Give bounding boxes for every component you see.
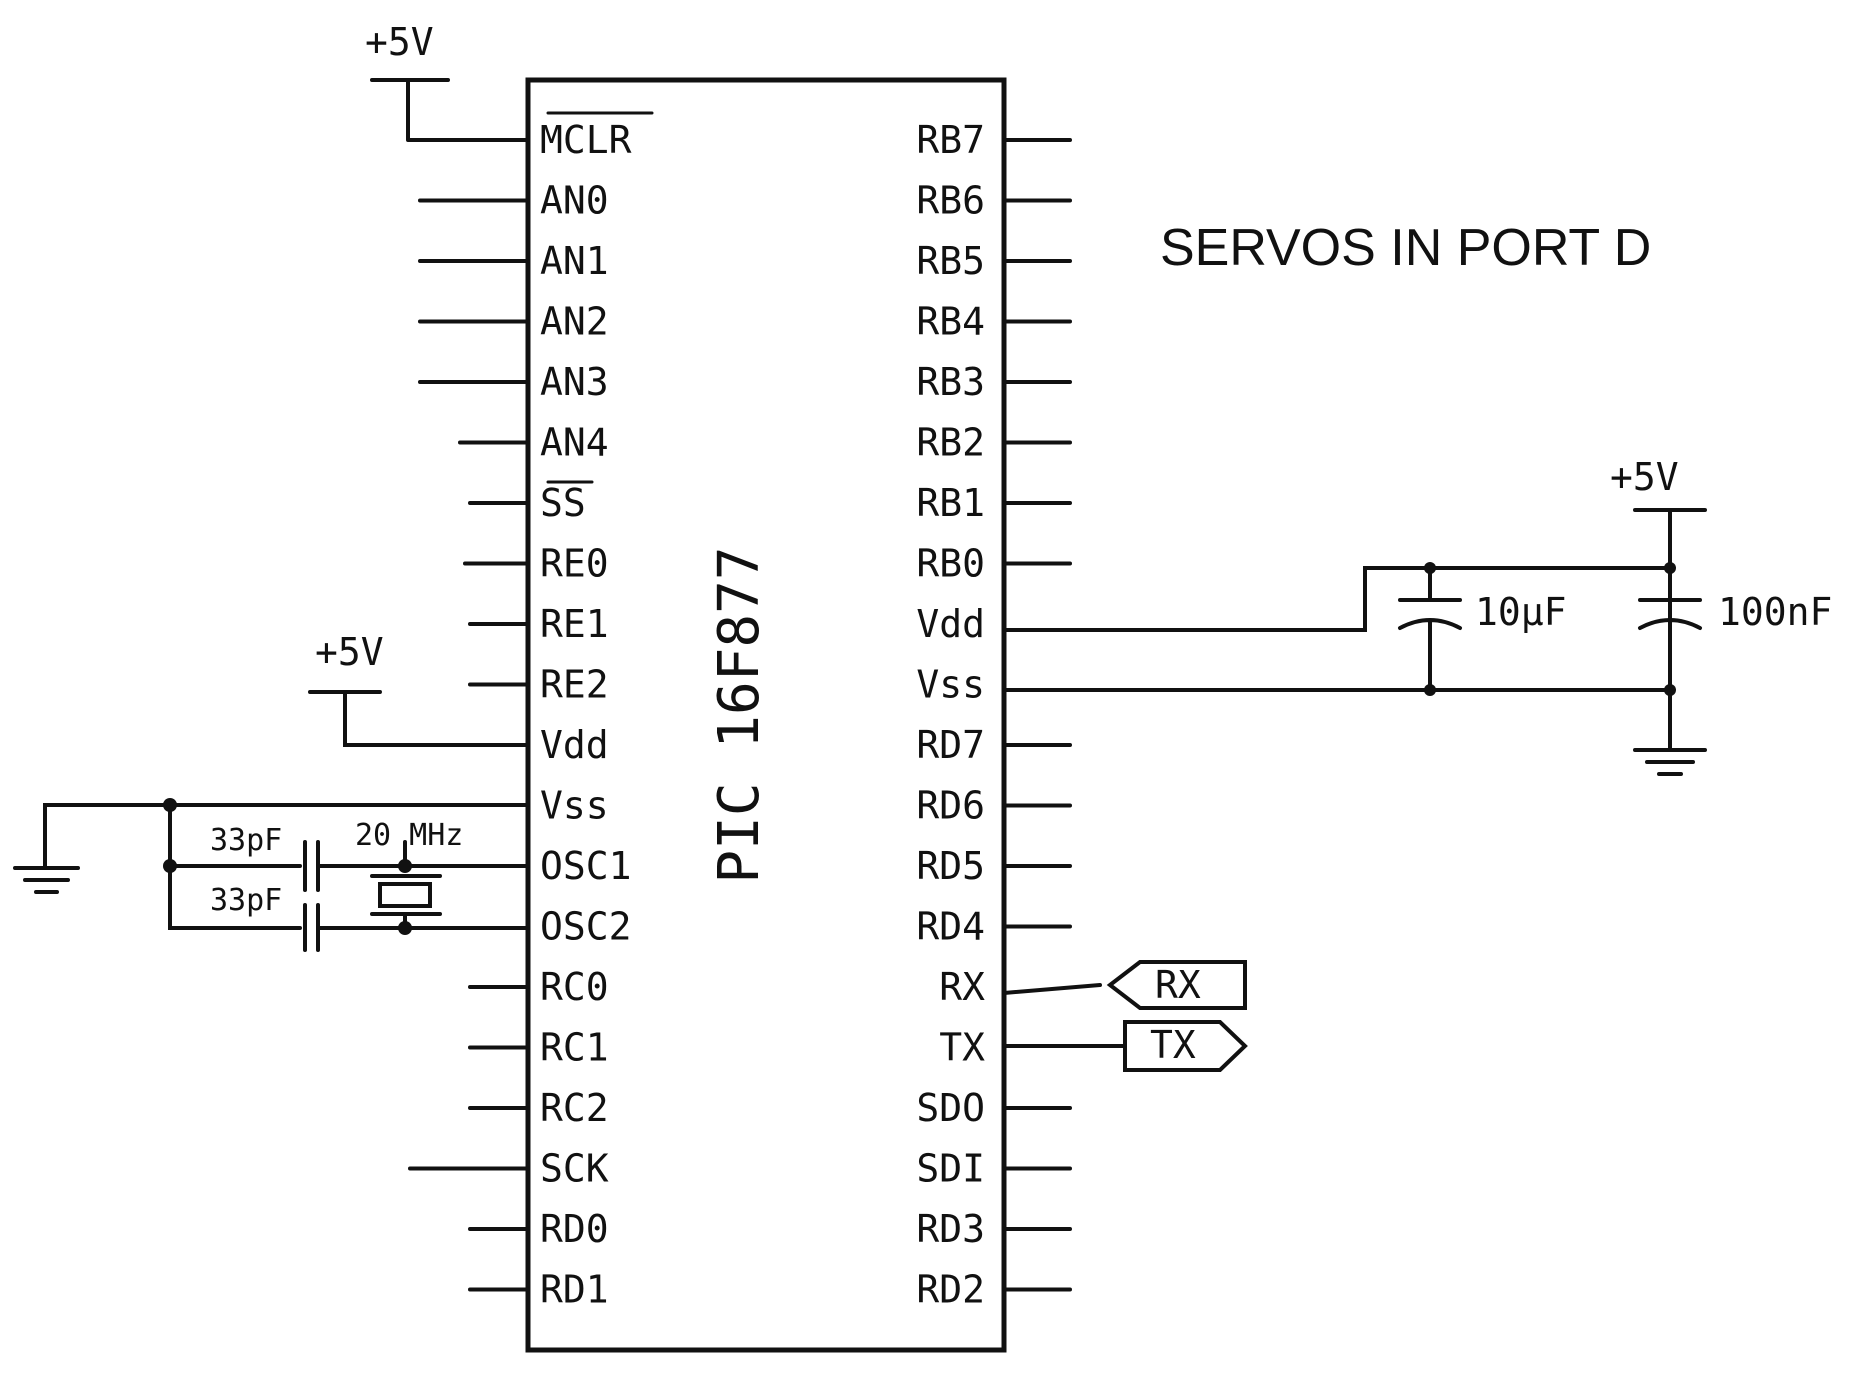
right-pin-label: RB5 xyxy=(916,239,985,283)
junction-cap100-bottom xyxy=(1664,684,1676,696)
left-pin-label: AN0 xyxy=(540,179,609,223)
junction-cap100-top xyxy=(1664,562,1676,574)
left-pin-label: Vss xyxy=(540,784,609,828)
chip-label: PIC 16F877 xyxy=(707,546,772,883)
mclr-supply-wire xyxy=(370,78,530,142)
cap-10uf-symbol xyxy=(1398,566,1462,692)
junction-cap10-bottom xyxy=(1424,684,1436,696)
left-pin-label: OSC2 xyxy=(540,905,632,949)
crystal-label: 20 MHz xyxy=(355,818,463,853)
right-supply-label: +5V xyxy=(1610,455,1679,499)
left-pin-label: AN1 xyxy=(540,239,609,283)
left-pin-label: AN3 xyxy=(540,360,609,404)
left-pin-label: RC0 xyxy=(540,965,609,1009)
left-pin-label: RC1 xyxy=(540,1026,609,1070)
right-pin-label: RB2 xyxy=(916,421,985,465)
left-pin-label: OSC1 xyxy=(540,844,632,888)
tx-port-flag xyxy=(1002,1020,1248,1072)
right-pin-label: Vss xyxy=(916,663,985,707)
right-pin-label: RB4 xyxy=(916,300,985,344)
left-pin-label: AN4 xyxy=(540,421,609,465)
osc-ground-rail xyxy=(168,803,302,930)
cap2-label: 33pF xyxy=(210,883,282,918)
right-pin-label: RX xyxy=(939,965,985,1009)
rx-port-flag xyxy=(1002,960,1247,1010)
pic-chip-body xyxy=(525,77,1007,1353)
ground-left-symbol xyxy=(13,866,80,894)
right-pin-label: RD6 xyxy=(916,784,985,828)
left-pin-label: AN2 xyxy=(540,300,609,344)
right-pin-label: RD5 xyxy=(916,844,985,888)
right-pin-group: RB7RB6RB5RB4RB3RB2RB1RB0VddVssRD7RD6RD5R… xyxy=(916,118,1072,1312)
right-pin-label: SDI xyxy=(916,1147,985,1191)
left-pin-label: MCLR xyxy=(540,118,632,162)
osc-capacitors xyxy=(303,840,320,952)
servo-note: SERVOS IN PORT D xyxy=(1160,219,1651,277)
right-pin-label: RB6 xyxy=(916,179,985,223)
right-pin-label: TX xyxy=(939,1026,985,1070)
crystal-body xyxy=(378,882,432,908)
vss-ground-wire xyxy=(43,803,530,870)
left-pin-label: RE1 xyxy=(540,602,609,646)
junction-vss xyxy=(163,798,177,812)
right-pin-label: RD3 xyxy=(916,1207,985,1251)
left-pin-label: SS xyxy=(540,481,586,525)
tx-port-label: TX xyxy=(1150,1023,1196,1067)
right-pin-label: RD4 xyxy=(916,905,985,949)
left-pin-label: RC2 xyxy=(540,1086,609,1130)
vdd-right-wire xyxy=(1002,566,1672,632)
right-pin-label: RB1 xyxy=(916,481,985,525)
crystal-plates xyxy=(370,874,442,916)
left-pin-label: RE0 xyxy=(540,542,609,586)
left-pin-label: RD0 xyxy=(540,1207,609,1251)
rx-port-label: RX xyxy=(1155,963,1201,1007)
right-pin-label: RB0 xyxy=(916,542,985,586)
left-pin-label: Vdd xyxy=(540,723,609,767)
vdd-left-supply-label: +5V xyxy=(315,630,384,674)
junction-osc1 xyxy=(398,859,412,873)
cap-100nf-label: 100nF xyxy=(1718,590,1832,634)
right-pin-label: RB7 xyxy=(916,118,985,162)
junction-cap10-top xyxy=(1424,562,1436,574)
junction-osc2 xyxy=(398,921,412,935)
right-pin-label: RD2 xyxy=(916,1268,985,1312)
left-pin-label: SCK xyxy=(540,1147,609,1191)
osc-lines xyxy=(316,864,530,930)
vdd-left-supply-wire xyxy=(308,690,530,747)
cap-100nf-symbol xyxy=(1638,566,1702,692)
cap1-label: 33pF xyxy=(210,823,282,858)
cap-10uf-label: 10μF xyxy=(1475,590,1567,634)
right-pin-label: RB3 xyxy=(916,360,985,404)
ground-right-symbol xyxy=(1633,748,1707,776)
left-pin-label: RE2 xyxy=(540,663,609,707)
left-pin-label: RD1 xyxy=(540,1268,609,1312)
right-pin-label: SDO xyxy=(916,1086,985,1130)
right-pin-label: RD7 xyxy=(916,723,985,767)
junction-cap1 xyxy=(163,859,177,873)
right-pin-label: Vdd xyxy=(916,602,985,646)
mclr-supply-label: +5V xyxy=(365,20,434,64)
